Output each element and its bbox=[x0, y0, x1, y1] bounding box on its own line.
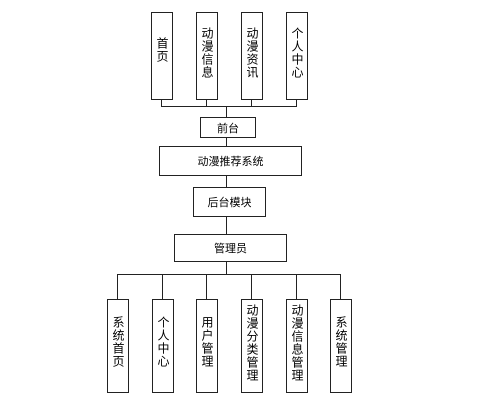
connector-line bbox=[296, 100, 297, 107]
front-page-user-center-label: 个人中心 bbox=[290, 27, 304, 79]
front-page-anime-info: 动漫信息 bbox=[196, 12, 218, 100]
admin-page-system-home-label: 系统首页 bbox=[111, 316, 125, 368]
connector-line bbox=[117, 274, 118, 299]
top-bus-line bbox=[161, 106, 297, 107]
admin-page-user-management: 用户管理 bbox=[196, 299, 218, 393]
connector-line bbox=[226, 262, 227, 274]
front-page-anime-news-label: 动漫资讯 bbox=[245, 27, 259, 79]
connector-line bbox=[161, 100, 162, 107]
admin-page-anime-info-management-label: 动漫信息管理 bbox=[290, 304, 304, 382]
connector-line bbox=[226, 106, 227, 117]
connector-line bbox=[226, 176, 227, 187]
admin-page-system-management: 系统管理 bbox=[330, 299, 352, 393]
backend-module-box: 后台模块 bbox=[193, 187, 266, 217]
admin-page-system-management-label: 系统管理 bbox=[334, 316, 348, 368]
connector-line bbox=[296, 274, 297, 299]
backend-module-label: 后台模块 bbox=[207, 196, 252, 209]
system-label: 动漫推荐系统 bbox=[197, 155, 264, 168]
admin-page-user-center: 个人中心 bbox=[152, 299, 174, 393]
bottom-bus-line bbox=[117, 274, 341, 275]
admin-page-category-management: 动漫分类管理 bbox=[241, 299, 263, 393]
connector-line bbox=[251, 274, 252, 299]
admin-box: 管理员 bbox=[174, 234, 287, 262]
front-end-label: 前台 bbox=[217, 121, 239, 135]
admin-page-user-management-label: 用户管理 bbox=[200, 316, 214, 368]
admin-page-anime-info-management: 动漫信息管理 bbox=[286, 299, 308, 393]
admin-page-user-center-label: 个人中心 bbox=[156, 316, 170, 368]
connector-line bbox=[206, 274, 207, 299]
connector-line bbox=[251, 100, 252, 107]
connector-line bbox=[206, 100, 207, 107]
front-page-user-center: 个人中心 bbox=[286, 12, 308, 100]
connector-line bbox=[162, 274, 163, 299]
connector-line bbox=[340, 274, 341, 299]
front-page-anime-info-label: 动漫信息 bbox=[200, 27, 214, 79]
admin-page-system-home: 系统首页 bbox=[107, 299, 129, 393]
front-page-anime-news: 动漫资讯 bbox=[241, 12, 263, 100]
front-page-home-label: 首页 bbox=[155, 37, 169, 63]
admin-label: 管理员 bbox=[214, 242, 247, 255]
connector-line bbox=[226, 138, 227, 146]
system-box: 动漫推荐系统 bbox=[159, 146, 302, 176]
front-end-box: 前台 bbox=[200, 117, 256, 138]
front-page-home: 首页 bbox=[151, 12, 173, 100]
connector-line bbox=[226, 217, 227, 234]
admin-page-category-management-label: 动漫分类管理 bbox=[245, 304, 259, 382]
